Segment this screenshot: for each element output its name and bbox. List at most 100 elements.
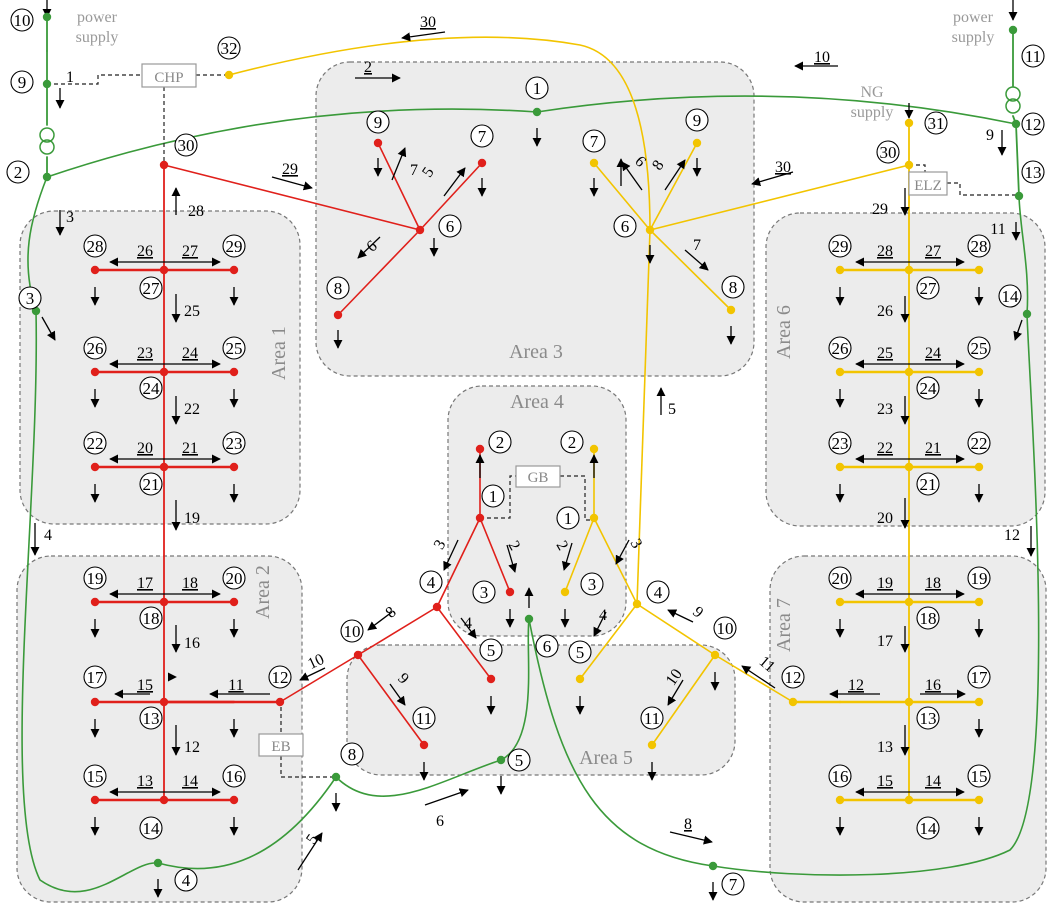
gas-line-6-4 [636, 229, 651, 605]
b-g-7 [684, 249, 709, 271]
elec-node-9-ring [10, 70, 34, 94]
gas-node-2-ring [560, 430, 584, 454]
b-e-8-label: 8 [684, 816, 692, 833]
b-h-8 [367, 611, 393, 631]
heat-node-11: 11 [416, 709, 432, 728]
gas-node-21: 21 [920, 475, 937, 494]
b-h-3-label: 3 [431, 537, 450, 552]
elec-node-5-ring [507, 748, 531, 772]
area-5-box [346, 644, 736, 776]
heat-node-21: 21 [143, 475, 160, 494]
gas-line-6-7 [593, 162, 651, 231]
heat-node-19-ring [83, 566, 107, 590]
gas-node-9: 9 [693, 111, 702, 130]
gas-node-dot-6 [726, 305, 736, 315]
heat-node-13-ring [139, 706, 163, 730]
gas-node-dot-15 [904, 462, 914, 472]
gas-node-8-ring [721, 275, 745, 299]
gas-node-18-ring [916, 606, 940, 630]
gas-node-6: 6 [621, 217, 630, 236]
elec-node-12-ring [1021, 112, 1045, 136]
elec-node-11: 11 [1025, 47, 1041, 66]
heat-node-5-ring [479, 638, 503, 662]
heat-node-26-ring [83, 336, 107, 360]
heat-node-28-ring [83, 234, 107, 258]
gas-row-lbl-a-2: 22 [877, 440, 893, 457]
b-g-10 [667, 679, 684, 706]
gas-node-dot-23 [835, 795, 845, 805]
area-4-label: Area 4 [510, 391, 564, 413]
gas-node-dot-26 [710, 650, 720, 660]
heat-node-dot-22 [275, 697, 285, 707]
gas-node-dot-29 [589, 513, 599, 523]
area-2-box [16, 555, 303, 903]
gas-node-dot-9 [904, 265, 914, 275]
b-g-10-label: 10 [663, 666, 686, 689]
heat-node-10: 10 [344, 622, 361, 641]
gas-node-2: 2 [568, 433, 577, 452]
elec-node-dot-2 [42, 172, 52, 182]
heat-node-dot-11 [90, 462, 100, 472]
chp-box [141, 63, 197, 88]
gb-label: GB [528, 470, 549, 486]
gas-node-29: 29 [832, 237, 849, 256]
gas-node-22-ring [967, 431, 991, 455]
gas-lbl-16: 16 [925, 677, 941, 694]
b-e-4-label: 4 [44, 527, 52, 544]
area-7-box [769, 555, 1047, 903]
gas-line-4-5 [579, 603, 638, 680]
gas-node-dot-11 [835, 367, 845, 377]
gas-node-27-ring [916, 276, 940, 300]
elec-line-8-5 [335, 759, 502, 797]
b-e-11-label: 11 [990, 221, 1005, 238]
gas-node-dot-5 [692, 138, 702, 148]
gas-node-3: 3 [588, 575, 597, 594]
heat-node-dot-14 [90, 597, 100, 607]
heat-line-30-6 [163, 164, 421, 231]
gas-node-20-ring [828, 566, 852, 590]
heat-node-28: 28 [87, 237, 104, 256]
gas-node-dot-18 [904, 597, 914, 607]
heat-row-lbl-b-2: 21 [182, 440, 198, 457]
elec-node-13: 13 [1025, 163, 1042, 182]
heat-node-dot-21 [229, 795, 239, 805]
heat-node-dot-15 [159, 597, 169, 607]
elz-label: ELZ [914, 178, 942, 194]
gas-node-23: 23 [832, 434, 849, 453]
gas-row-lbl-a-1: 25 [877, 345, 893, 362]
elec-node-8-ring [340, 742, 364, 766]
b-g-9-label: 9 [689, 603, 706, 621]
b-g-8 [664, 159, 686, 191]
heat-node-dot-5 [90, 265, 100, 275]
elz-box [908, 171, 948, 196]
gas-node-dot-14 [835, 462, 845, 472]
heat-node-dot-27 [475, 513, 485, 523]
gas-node-4: 4 [654, 583, 663, 602]
b-g-11 [741, 665, 776, 689]
b-g-32-label: 30 [420, 14, 436, 31]
gas-row-lbl-b-2: 21 [925, 440, 941, 457]
gas-node-25-ring [967, 336, 991, 360]
b-h-5 [443, 167, 466, 197]
elec-node-dot-12 [1014, 191, 1024, 201]
area-3-label: Area 3 [509, 341, 563, 363]
heat-node-1-ring [481, 484, 505, 508]
gas-node-32-ring [217, 36, 241, 60]
heat-node-3: 3 [480, 583, 489, 602]
gas-node-dot-1 [904, 118, 914, 128]
elec-node-4: 4 [182, 871, 191, 890]
heat-node-15-ring [83, 764, 107, 788]
heat-node-29: 29 [226, 237, 243, 256]
heat-node-24: 24 [143, 379, 161, 398]
heat-node-13: 13 [143, 709, 160, 728]
heat-line-4-5 [436, 606, 492, 680]
heat-node-14: 14 [143, 819, 161, 838]
heat-line-10-11 [357, 654, 425, 746]
heat-node-dot-1 [415, 225, 425, 235]
heat-node-dot-13 [229, 462, 239, 472]
b-h-3 [443, 539, 459, 571]
heat-line-10-4 [357, 606, 438, 656]
gas-node-11-ring [640, 706, 664, 730]
gas-line-1-3 [564, 517, 595, 593]
heat-node-dot-25 [419, 740, 429, 750]
